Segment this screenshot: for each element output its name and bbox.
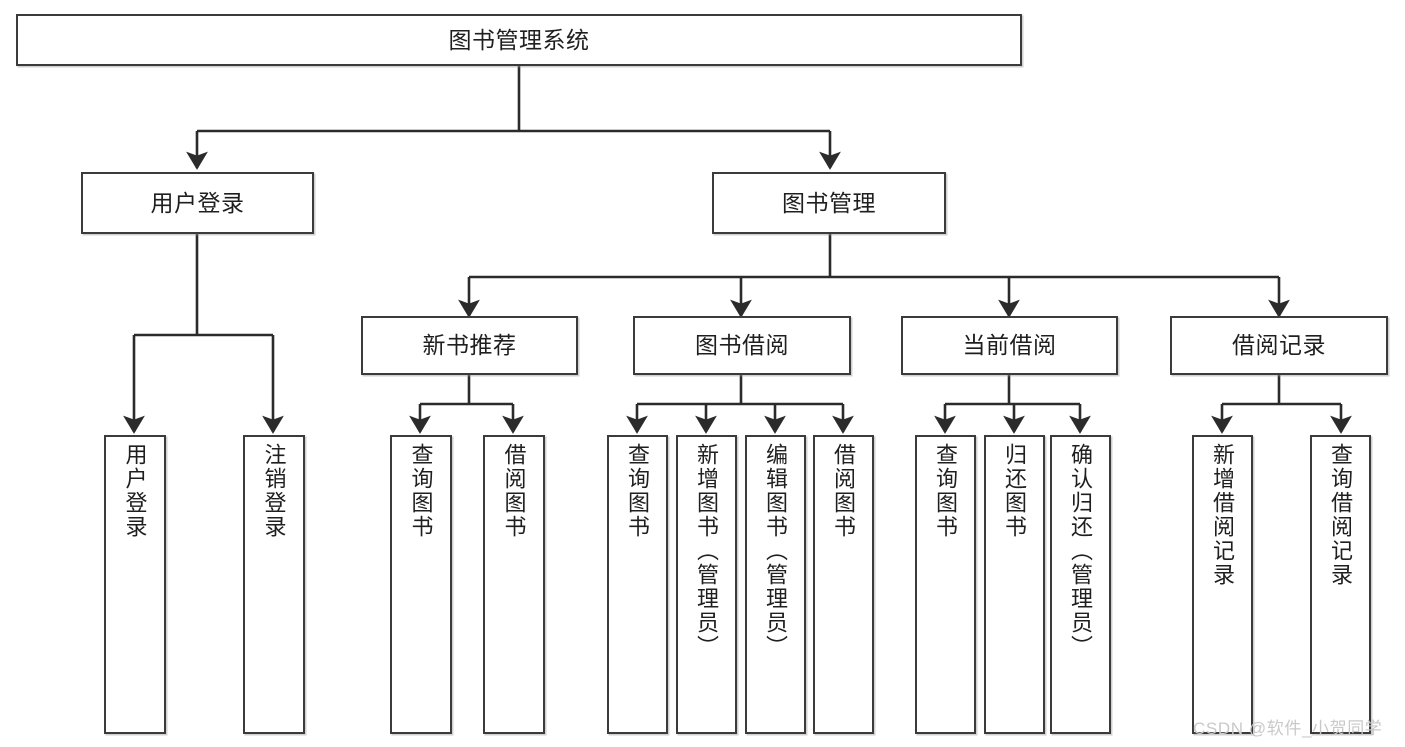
node-borrow-record[interactable]: 借阅记录 bbox=[1170, 316, 1388, 375]
node-label: 借阅记录 bbox=[1232, 332, 1326, 359]
node-leaf-bookborrow-add[interactable]: 新增图书（管理员） bbox=[676, 435, 737, 734]
node-label: 借阅图书 bbox=[831, 443, 857, 539]
node-leaf-user-login-signout[interactable]: 注销登录 bbox=[243, 435, 305, 734]
node-leaf-bookborrow-query[interactable]: 查询图书 bbox=[607, 435, 668, 734]
node-label: 新增图书（管理员） bbox=[694, 443, 720, 659]
node-user-login[interactable]: 用户登录 bbox=[81, 172, 314, 234]
node-label: 查询借阅记录 bbox=[1328, 443, 1354, 587]
node-leaf-currentborrow-confirm-return[interactable]: 确认归还（管理员） bbox=[1050, 435, 1111, 734]
node-leaf-borrowrecord-add[interactable]: 新增借阅记录 bbox=[1192, 435, 1253, 734]
node-label: 图书管理系统 bbox=[448, 26, 590, 53]
node-label: 借阅图书 bbox=[501, 443, 527, 539]
node-leaf-bookborrow-borrow[interactable]: 借阅图书 bbox=[813, 435, 874, 734]
node-leaf-currentborrow-query[interactable]: 查询图书 bbox=[915, 435, 976, 734]
node-label: 查询图书 bbox=[625, 443, 651, 539]
node-leaf-bookborrow-edit[interactable]: 编辑图书（管理员） bbox=[745, 435, 806, 734]
node-new-book-recommend[interactable]: 新书推荐 bbox=[361, 316, 578, 375]
node-label: 注销登录 bbox=[261, 443, 287, 539]
node-book-management[interactable]: 图书管理 bbox=[712, 172, 946, 234]
watermark-csdn: CSDN @软件_小贺同学 bbox=[1193, 719, 1383, 738]
node-label: 新书推荐 bbox=[422, 332, 517, 359]
node-book-borrow[interactable]: 图书借阅 bbox=[633, 316, 851, 375]
node-label: 归还图书 bbox=[1002, 443, 1028, 539]
node-label: 编辑图书（管理员） bbox=[763, 443, 789, 659]
node-label: 用户登录 bbox=[122, 443, 148, 539]
node-label: 图书借阅 bbox=[695, 332, 789, 359]
node-label: 查询图书 bbox=[408, 443, 434, 539]
node-label: 新增借阅记录 bbox=[1210, 443, 1236, 587]
node-label: 当前借阅 bbox=[962, 332, 1057, 359]
node-leaf-newbook-borrow[interactable]: 借阅图书 bbox=[483, 435, 545, 734]
node-label: 确认归还（管理员） bbox=[1068, 443, 1094, 659]
node-label: 用户登录 bbox=[150, 189, 245, 216]
node-leaf-currentborrow-return[interactable]: 归还图书 bbox=[984, 435, 1045, 734]
node-root-system[interactable]: 图书管理系统 bbox=[16, 14, 1022, 66]
node-leaf-borrowrecord-query[interactable]: 查询借阅记录 bbox=[1310, 435, 1371, 734]
node-label: 图书管理 bbox=[782, 189, 876, 216]
node-leaf-user-login-signin[interactable]: 用户登录 bbox=[104, 435, 166, 734]
node-label: 查询图书 bbox=[933, 443, 959, 539]
node-current-borrow[interactable]: 当前借阅 bbox=[901, 316, 1118, 375]
node-leaf-newbook-query[interactable]: 查询图书 bbox=[390, 435, 452, 734]
